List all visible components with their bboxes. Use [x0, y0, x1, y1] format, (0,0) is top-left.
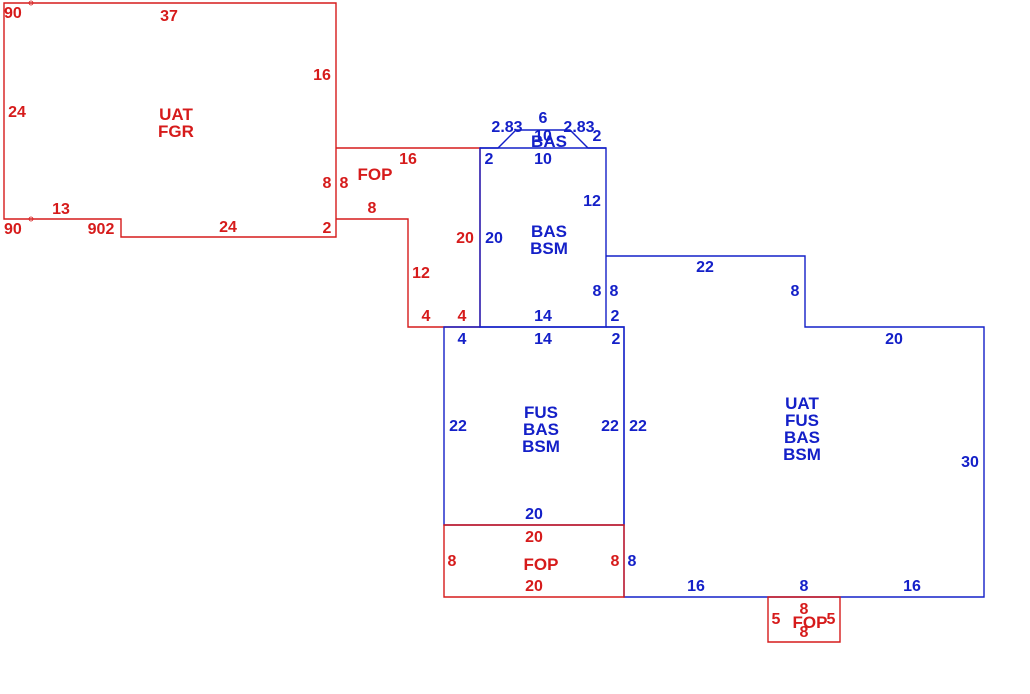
area-code: UAT — [785, 394, 819, 413]
dimension-label: 22 — [629, 418, 647, 435]
dimension-label: 20 — [456, 230, 474, 247]
dimension-label: 2 — [612, 331, 621, 348]
dimension-label: 24 — [219, 219, 237, 236]
dimension-label: 14 — [534, 331, 552, 348]
dimension-label: 8 — [368, 200, 377, 217]
area-label-main-mid: FUS BAS BSM — [522, 403, 560, 456]
area-code: FUS — [524, 403, 558, 422]
dimensions-porch-small: 5 8 5 8 — [772, 601, 836, 641]
dimensions-bay: 2.83 6 2.83 2 2 10 — [485, 110, 602, 168]
area-label-porch-small: FOP — [793, 613, 828, 632]
dimension-label: 12 — [412, 265, 430, 282]
dimensions-main-upper: 12 20 8 14 — [485, 193, 601, 325]
dimensions-porch-top: 16 8 20 12 4 4 — [368, 151, 474, 325]
dimension-label: 12 — [583, 193, 601, 210]
dimension-label: 20 — [525, 506, 543, 523]
bay-center-label: 10 — [534, 128, 552, 145]
porch-small-outline — [767, 596, 841, 643]
dimension-label: 2 — [485, 151, 494, 168]
dimension-label: 20 — [485, 230, 503, 247]
dimension-label: 8 — [323, 175, 332, 192]
dimension-label: 14 — [534, 308, 552, 325]
dimension-label: 37 — [160, 8, 178, 25]
dimension-label: 8 — [448, 553, 457, 570]
area-code: FUS — [785, 411, 819, 430]
dimension-label: 8 — [800, 624, 809, 641]
porch-front-outline — [443, 524, 625, 598]
dimension-label: 8 — [611, 553, 620, 570]
dimensions-connector: 22 8 8 2 20 — [610, 259, 903, 348]
dimension-label: 2.83 — [491, 119, 522, 136]
corner-marker — [28, 0, 34, 6]
dimension-label: 90 — [4, 221, 22, 238]
area-code: BSM — [783, 445, 821, 464]
garage-outline — [3, 2, 337, 238]
dimension-label: 30 — [961, 454, 979, 471]
area-code: FOP — [793, 613, 828, 632]
dimension-label: 5 — [772, 611, 781, 628]
dimension-label: 4 — [458, 308, 467, 325]
dimension-label: 20 — [885, 331, 903, 348]
dimension-label: 22 — [601, 418, 619, 435]
dimension-label: 16 — [687, 578, 705, 595]
dimension-label: 16 — [903, 578, 921, 595]
area-code: BSM — [530, 239, 568, 258]
area-code: BAS — [531, 222, 567, 241]
dimensions-porch-front: 20 8 8 20 — [448, 529, 620, 595]
dimensions-main-mid: 4 14 2 22 22 22 20 — [449, 331, 647, 523]
dimension-label: 6 — [539, 110, 548, 127]
area-code: BAS — [523, 420, 559, 439]
dimension-label: 902 — [88, 221, 115, 238]
corner-marker — [28, 216, 34, 222]
area-code: FOP — [524, 555, 559, 574]
dimension-label: 4 — [422, 308, 431, 325]
dimension-label: 8 — [340, 175, 349, 192]
dimension-label: 8 — [628, 553, 637, 570]
dimension-label: 20 — [525, 529, 543, 546]
area-code: FOP — [358, 165, 393, 184]
dimension-label: 8 — [791, 283, 800, 300]
dimension-label: 90 — [4, 5, 22, 22]
area-code: UAT — [159, 105, 193, 124]
dimension-label: 8 — [800, 601, 809, 618]
dimension-label: 5 — [827, 611, 836, 628]
area-label-main-upper: BAS BSM — [530, 222, 568, 258]
dimension-label: 8 — [593, 283, 602, 300]
area-code: FGR — [158, 122, 194, 141]
dimension-label: 20 — [525, 578, 543, 595]
area-label-porch-front: FOP — [524, 555, 559, 574]
dimension-label: 2.83 — [563, 119, 594, 136]
dimension-label: 13 — [52, 201, 70, 218]
dimension-label: 2 — [323, 220, 332, 237]
dimension-label: 4 — [458, 331, 467, 348]
area-code: BAS — [531, 132, 567, 151]
dimension-label: 8 — [610, 283, 619, 300]
dimension-label: 16 — [399, 151, 417, 168]
area-label-garage: UAT FGR — [158, 105, 194, 141]
dimensions-main-right: 30 8 16 8 16 — [628, 454, 979, 595]
dimension-label: 22 — [696, 259, 714, 276]
dimension-label: 16 — [313, 67, 331, 84]
dimension-label: 22 — [449, 418, 467, 435]
dimension-label: 24 — [8, 104, 26, 121]
dimension-label: 2 — [611, 308, 620, 325]
dimensions-garage: 90 37 16 24 8 8 90 13 902 24 2 — [4, 5, 349, 238]
dimension-label: 8 — [800, 578, 809, 595]
area-label-main-right: UAT FUS BAS BSM — [783, 394, 821, 464]
dimension-label: 2 — [593, 128, 602, 145]
area-code: BAS — [784, 428, 820, 447]
area-label-porch-top: FOP — [358, 165, 393, 184]
area-code: BSM — [522, 437, 560, 456]
area-label-bay: 10 BAS — [531, 128, 567, 151]
dimension-label: 10 — [534, 151, 552, 168]
